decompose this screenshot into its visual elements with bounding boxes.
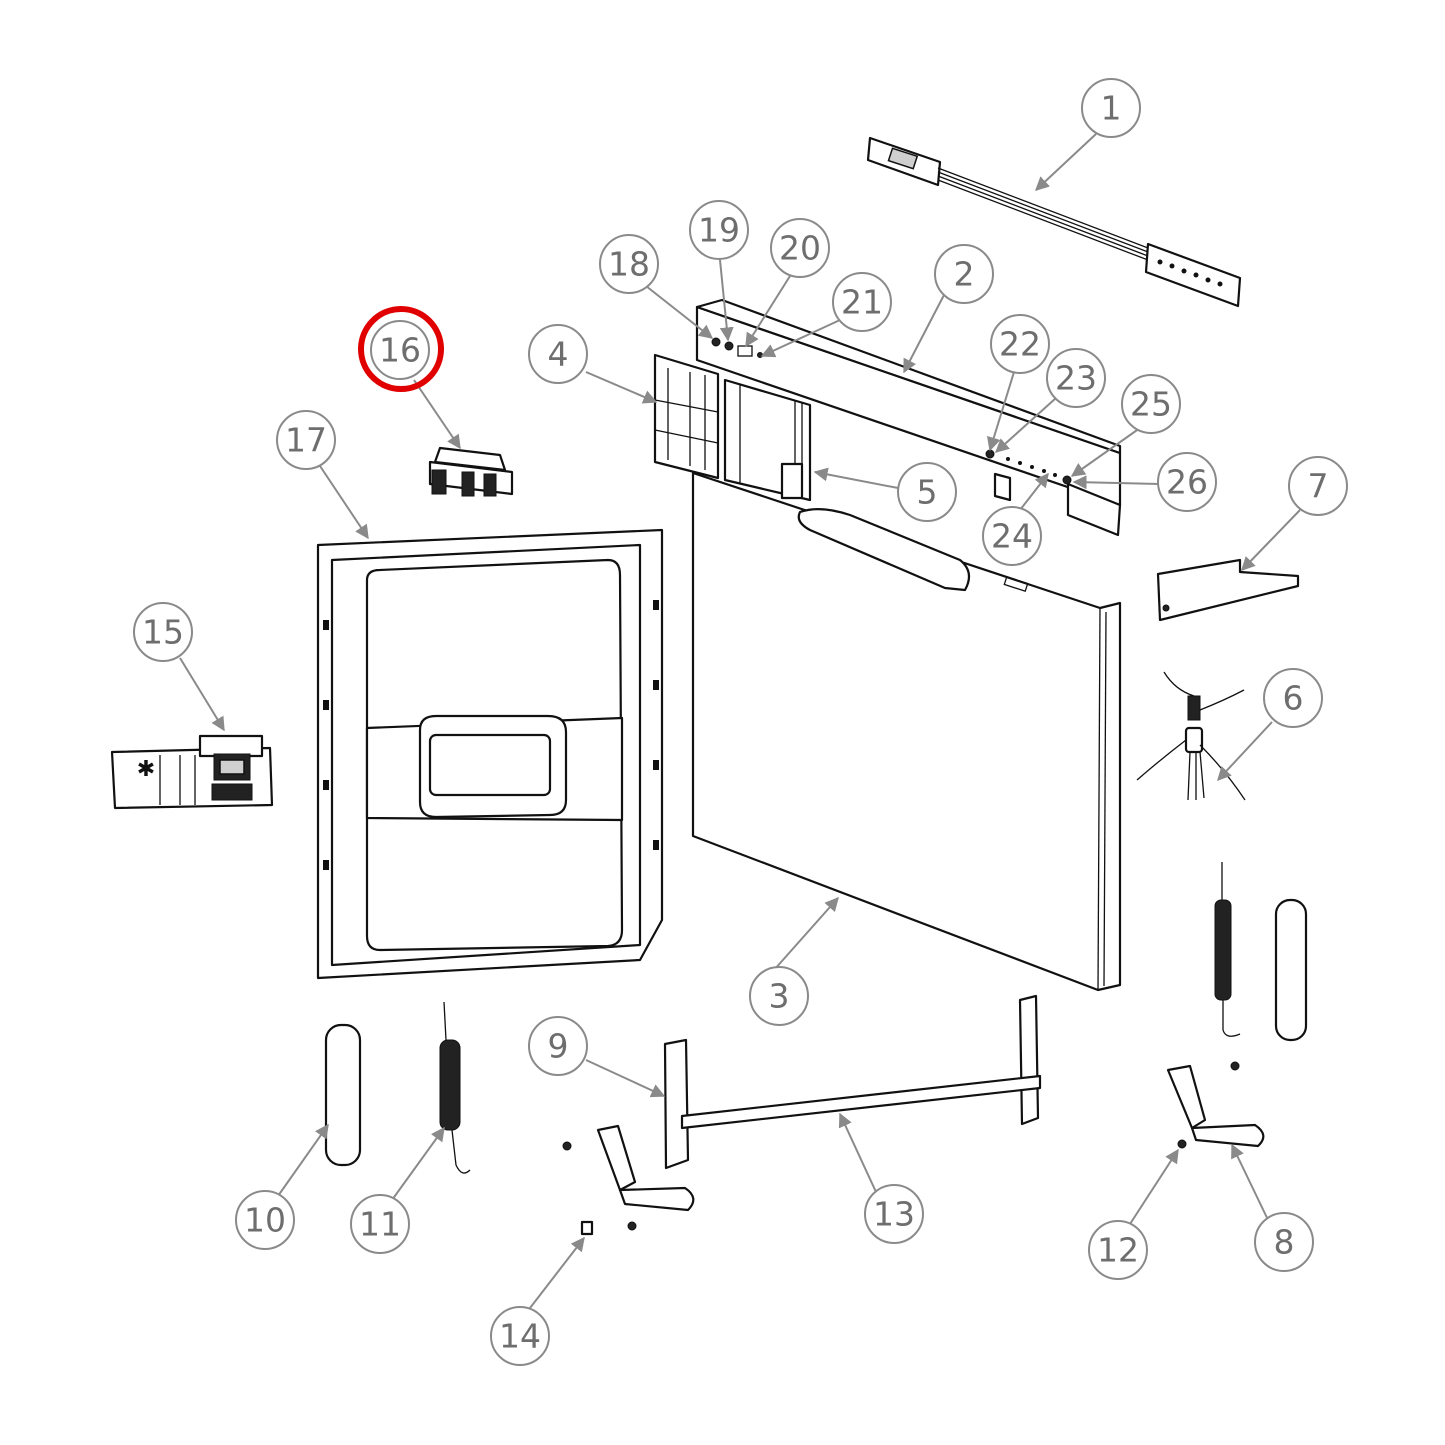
callout-8: 8 xyxy=(1254,1212,1314,1272)
callout-18: 18 xyxy=(599,234,659,294)
callout-12: 12 xyxy=(1088,1220,1148,1280)
svg-text:5: 5 xyxy=(917,473,938,512)
callout-25: 25 xyxy=(1121,374,1181,434)
left-tube-part xyxy=(324,1023,362,1167)
wire-harness-part xyxy=(1136,671,1246,801)
svg-text:9: 9 xyxy=(548,1027,569,1066)
svg-text:2: 2 xyxy=(954,255,975,294)
svg-text:21: 21 xyxy=(841,283,883,322)
callout-13: 13 xyxy=(864,1184,924,1244)
callout-11: 11 xyxy=(350,1194,410,1254)
svg-text:24: 24 xyxy=(991,517,1033,556)
svg-text:16: 16 xyxy=(379,331,421,370)
right-spring-part xyxy=(1214,862,1241,1037)
callout-23: 23 xyxy=(1046,348,1106,408)
svg-text:15: 15 xyxy=(142,613,184,652)
svg-text:26: 26 xyxy=(1166,463,1208,502)
right-tube-part xyxy=(1274,898,1308,1042)
callout-20: 20 xyxy=(770,218,830,278)
callout-10: 10 xyxy=(235,1190,295,1250)
callout-16: 16 xyxy=(370,320,430,380)
svg-text:10: 10 xyxy=(244,1201,286,1240)
highlight-ring xyxy=(358,306,444,392)
svg-text:11: 11 xyxy=(359,1205,401,1244)
svg-text:23: 23 xyxy=(1055,359,1097,398)
callout-3: 3 xyxy=(749,966,809,1026)
callout-7: 7 xyxy=(1288,456,1348,516)
svg-text:17: 17 xyxy=(285,421,327,460)
callout-22: 22 xyxy=(990,314,1050,374)
svg-text:22: 22 xyxy=(999,325,1041,364)
detergent-dispenser-part: ✱ xyxy=(110,734,274,810)
svg-text:1: 1 xyxy=(1101,89,1122,128)
svg-text:14: 14 xyxy=(499,1317,541,1356)
side-bracket-part xyxy=(653,353,720,480)
callout-24: 24 xyxy=(982,506,1042,566)
svg-text:3: 3 xyxy=(769,977,790,1016)
callout-6: 6 xyxy=(1263,668,1323,728)
callout-9: 9 xyxy=(528,1016,588,1076)
control-board-part xyxy=(866,136,1242,308)
callout-4: 4 xyxy=(528,324,588,384)
callout-15: 15 xyxy=(133,602,193,662)
svg-text:19: 19 xyxy=(698,211,740,250)
leader-lines xyxy=(179,133,1301,1309)
svg-text:12: 12 xyxy=(1097,1231,1139,1270)
callout-14: 14 xyxy=(490,1306,550,1366)
svg-text:13: 13 xyxy=(873,1195,915,1234)
callout-2: 2 xyxy=(934,244,994,304)
left-hinge-part xyxy=(562,1124,695,1236)
callout-1: 1 xyxy=(1081,78,1141,138)
svg-text:✱: ✱ xyxy=(137,757,155,782)
left-spring-part xyxy=(439,1001,471,1174)
svg-text:4: 4 xyxy=(548,335,569,374)
bracket-plate-part xyxy=(1156,558,1300,622)
hinge-bar-assembly-part xyxy=(663,994,1042,1170)
callout-19: 19 xyxy=(689,200,749,260)
small-bracket-part xyxy=(428,446,514,497)
callout-21: 21 xyxy=(832,272,892,332)
svg-text:20: 20 xyxy=(779,229,821,268)
svg-text:25: 25 xyxy=(1130,385,1172,424)
electronics-housing-part xyxy=(723,378,812,502)
outer-door-panel-part xyxy=(691,471,1122,992)
svg-text:6: 6 xyxy=(1283,679,1304,718)
right-hinge-part xyxy=(1166,1061,1265,1149)
inner-door-liner-part xyxy=(316,528,664,980)
svg-text:18: 18 xyxy=(608,245,650,284)
svg-text:7: 7 xyxy=(1308,467,1329,506)
svg-text:8: 8 xyxy=(1274,1223,1295,1262)
callout-17: 17 xyxy=(276,410,336,470)
callout-5: 5 xyxy=(897,462,957,522)
callout-26: 26 xyxy=(1157,452,1217,512)
